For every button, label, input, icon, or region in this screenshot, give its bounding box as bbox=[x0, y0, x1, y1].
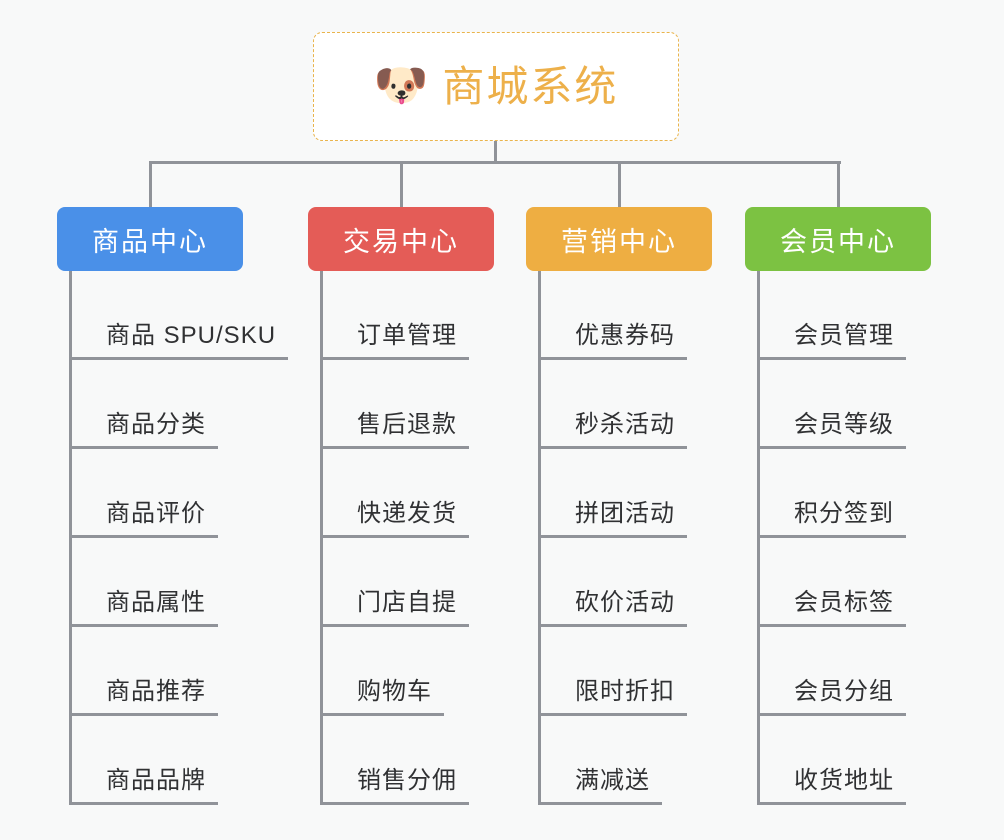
leaf-item[interactable]: 购物车 bbox=[323, 627, 494, 716]
leaf-item-label: 商品品牌 bbox=[72, 767, 218, 805]
leaf-item[interactable]: 收货地址 bbox=[760, 716, 931, 805]
leaf-item[interactable]: 商品推荐 bbox=[72, 627, 243, 716]
leaf-item[interactable]: 商品属性 bbox=[72, 538, 243, 627]
leaf-item-label: 商品 SPU/SKU bbox=[72, 322, 289, 360]
branch-marketing-center: 营销中心优惠券码秒杀活动拼团活动砍价活动限时折扣满减送 bbox=[526, 207, 712, 805]
branch-trade-center: 交易中心订单管理售后退款快递发货门店自提购物车销售分佣 bbox=[308, 207, 494, 805]
leaf-item-label: 积分签到 bbox=[760, 500, 906, 538]
connector-drop-trade-center bbox=[400, 161, 403, 207]
leaf-item-label: 订单管理 bbox=[323, 322, 469, 360]
leaf-item[interactable]: 拼团活动 bbox=[541, 449, 712, 538]
leaf-item-label: 销售分佣 bbox=[323, 767, 469, 805]
branch-header-label: 商品中心 bbox=[92, 226, 208, 257]
leaf-item-label: 优惠券码 bbox=[541, 322, 687, 360]
leaf-item-label: 会员等级 bbox=[760, 411, 906, 449]
branch-product-center: 商品中心商品 SPU/SKU 商品分类商品评价商品属性商品推荐商品品牌 bbox=[57, 207, 289, 805]
branch-header-label: 营销中心 bbox=[561, 226, 677, 257]
leaf-item[interactable]: 会员分组 bbox=[760, 627, 931, 716]
root-node-title: 商城系统 bbox=[442, 62, 619, 110]
leaf-item-label: 购物车 bbox=[323, 678, 444, 716]
leaf-item[interactable]: 秒杀活动 bbox=[541, 360, 712, 449]
leaf-item[interactable]: 满减送 bbox=[541, 716, 712, 805]
leaf-list-trade-center: 订单管理售后退款快递发货门店自提购物车销售分佣 bbox=[320, 271, 494, 805]
leaf-item[interactable]: 订单管理 bbox=[323, 271, 494, 360]
leaf-item-label: 商品分类 bbox=[72, 411, 218, 449]
leaf-item[interactable]: 会员等级 bbox=[760, 360, 931, 449]
branch-member-center: 会员中心会员管理会员等级积分签到会员标签会员分组收货地址 bbox=[745, 207, 931, 805]
leaf-item-label: 满减送 bbox=[541, 767, 662, 805]
leaf-item[interactable]: 砍价活动 bbox=[541, 538, 712, 627]
leaf-item-label: 门店自提 bbox=[323, 589, 469, 627]
leaf-item-label: 砍价活动 bbox=[541, 589, 687, 627]
leaf-item[interactable]: 商品 SPU/SKU bbox=[72, 271, 289, 360]
branch-header-member-center[interactable]: 会员中心 bbox=[745, 207, 931, 271]
leaf-item[interactable]: 销售分佣 bbox=[323, 716, 494, 805]
connector-drop-marketing-center bbox=[618, 161, 621, 207]
leaf-item-label: 商品属性 bbox=[72, 589, 218, 627]
leaf-list-marketing-center: 优惠券码秒杀活动拼团活动砍价活动限时折扣满减送 bbox=[538, 271, 712, 805]
leaf-item-label: 限时折扣 bbox=[541, 678, 687, 716]
leaf-list-product-center: 商品 SPU/SKU 商品分类商品评价商品属性商品推荐商品品牌 bbox=[69, 271, 289, 805]
leaf-item-label: 收货地址 bbox=[760, 767, 906, 805]
branch-header-product-center[interactable]: 商品中心 bbox=[57, 207, 243, 271]
leaf-item[interactable]: 会员标签 bbox=[760, 538, 931, 627]
leaf-item[interactable]: 门店自提 bbox=[323, 538, 494, 627]
leaf-item-label: 商品评价 bbox=[72, 500, 218, 538]
leaf-item[interactable]: 商品评价 bbox=[72, 449, 243, 538]
leaf-item[interactable]: 商品品牌 bbox=[72, 716, 243, 805]
branch-header-label: 会员中心 bbox=[780, 226, 896, 257]
branch-header-marketing-center[interactable]: 营销中心 bbox=[526, 207, 712, 271]
branch-header-label: 交易中心 bbox=[343, 226, 459, 257]
leaf-list-member-center: 会员管理会员等级积分签到会员标签会员分组收货地址 bbox=[757, 271, 931, 805]
leaf-item-label: 秒杀活动 bbox=[541, 411, 687, 449]
leaf-item[interactable]: 限时折扣 bbox=[541, 627, 712, 716]
leaf-item-label: 售后退款 bbox=[323, 411, 469, 449]
connector-drop-product-center bbox=[149, 161, 152, 207]
connector-bus-bar bbox=[149, 161, 841, 164]
leaf-item[interactable]: 商品分类 bbox=[72, 360, 243, 449]
leaf-item[interactable]: 积分签到 bbox=[760, 449, 931, 538]
branch-header-trade-center[interactable]: 交易中心 bbox=[308, 207, 494, 271]
leaf-item-label: 商品推荐 bbox=[72, 678, 218, 716]
leaf-item-label: 会员分组 bbox=[760, 678, 906, 716]
leaf-item-label: 拼团活动 bbox=[541, 500, 687, 538]
connector-root-stub bbox=[494, 141, 497, 163]
root-node-mall-system[interactable]: 🐶 商城系统 bbox=[313, 32, 679, 141]
leaf-item[interactable]: 售后退款 bbox=[323, 360, 494, 449]
leaf-item[interactable]: 会员管理 bbox=[760, 271, 931, 360]
shiba-dog-face-icon: 🐶 bbox=[373, 60, 429, 110]
leaf-item-label: 会员标签 bbox=[760, 589, 906, 627]
leaf-item-label: 快递发货 bbox=[323, 500, 469, 538]
leaf-item-label: 会员管理 bbox=[760, 322, 906, 360]
leaf-item[interactable]: 快递发货 bbox=[323, 449, 494, 538]
leaf-item[interactable]: 优惠券码 bbox=[541, 271, 712, 360]
connector-drop-member-center bbox=[837, 161, 840, 207]
